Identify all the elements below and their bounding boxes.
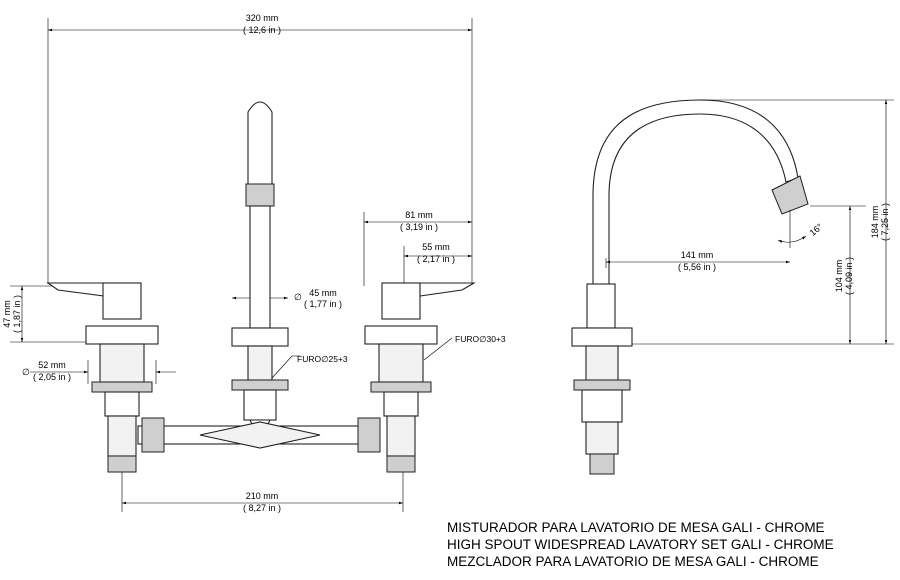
left-valve-body [99,343,145,383]
dim-side-reach-in: ( 5,56 in ) [678,262,716,272]
dim-neck-mm: 45 mm [309,288,337,298]
left-pipe-fitting [141,417,165,453]
leader-hole-handle [423,337,453,361]
side-body [585,345,619,381]
dim-handle-height-mm: 47 mm [2,300,12,328]
right-cartridge [386,415,416,457]
angle-arc [777,235,807,243]
spout-collar [231,327,289,347]
right-shank [383,391,419,417]
left-lever [46,282,105,297]
spout-nut [231,379,289,391]
leader-hole-center [271,355,293,379]
dim-base-symbol: ∅ [22,367,30,377]
dim-handle-reach-in: ( 2,17 in ) [417,254,455,264]
dim-handle-reach-mm: 55 mm [422,242,450,252]
spout-body [247,345,273,381]
front-view: 320 mm ( 12,6 in ) 81 mm ( 3,19 in ) 55 … [2,13,506,513]
dim-width-total-mm: 320 mm [246,13,279,23]
right-nut [370,381,432,393]
right-handle-body [381,282,421,320]
title-line-portuguese: MISTURADOR PARA LAVATORIO DE MESA GALI -… [447,520,825,535]
callout-hole-center: FURO∅25+3 [297,354,348,364]
pipe-junction [199,421,321,449]
side-nut [573,379,631,391]
dim-side-spout-height-mm: 104 mm [834,260,844,293]
dim-spout-angle: 16° [808,221,825,238]
title-line-spanish: MEZCLADOR PARA LAVATORIO DE MESA GALI - … [447,554,819,569]
side-shank [581,389,623,423]
dim-side-total-height-in: ( 7,25 in ) [880,203,890,241]
left-thread [107,455,137,473]
right-flange [364,325,438,345]
dim-spread-in: ( 8,27 in ) [243,503,281,513]
left-cartridge [107,415,137,457]
connector-pipe [137,417,381,453]
spout-tube-top [247,101,273,185]
spout-shank [243,389,277,421]
center-spout [231,101,289,442]
title-block: MISTURADOR PARA LAVATORIO DE MESA GALI -… [447,520,834,569]
callout-hole-handle: FURO∅30+3 [455,334,506,344]
dim-side-spout-height-in: ( 4,09 in ) [844,257,854,295]
right-thread [386,455,416,473]
side-aerator [771,175,809,215]
dim-width-total-in: ( 12,6 in ) [243,25,281,35]
dim-handle-height-in: ( 1,87 in ) [12,295,22,333]
spout-aerator [245,183,275,207]
dim-base-mm: 52 mm [38,360,66,370]
side-thread [589,453,615,475]
left-nut [91,381,153,393]
dim-neck-in: ( 1,77 in ) [304,299,342,309]
side-spout-base [586,283,616,329]
left-flange [85,325,159,345]
dim-side-total-height-mm: 184 mm [870,206,880,239]
dim-neck-symbol: ∅ [294,292,302,302]
right-handle-valve [364,282,477,473]
title-line-english: HIGH SPOUT WIDESPREAD LAVATORY SET GALI … [447,537,834,552]
dim-spread-mm: 210 mm [246,491,279,501]
right-lever [419,282,477,297]
left-handle-body [102,282,142,320]
dim-spout-reach-in: ( 3,19 in ) [400,222,438,232]
left-handle-valve [46,282,159,473]
side-view: 141 mm ( 5,56 in ) 16° 104 mm ( 4,09 in … [571,99,894,475]
side-cartridge [585,421,619,455]
dim-spout-reach-mm: 81 mm [405,210,433,220]
right-pipe-fitting [357,417,381,453]
left-shank [104,391,140,417]
dim-base-in: ( 2,05 in ) [33,372,71,382]
dim-side-reach-mm: 141 mm [681,250,714,260]
right-valve-body [378,343,424,383]
side-collar [571,327,633,347]
spout-neck [249,205,271,329]
